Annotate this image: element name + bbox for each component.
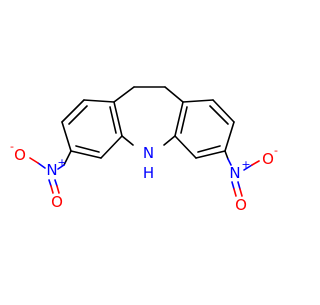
left-ring-double-2 bbox=[75, 145, 100, 153]
left-ring-double-3 bbox=[109, 106, 117, 134]
ethylene-bridge bbox=[113, 86, 184, 103]
left-nitro-oxygen-minus-label: O bbox=[14, 146, 26, 164]
left-c-n-bond-blue bbox=[57, 164, 65, 170]
ring-hydrogen-label: H bbox=[143, 164, 154, 182]
left-n-o-double-b-blue bbox=[54, 179, 58, 187]
left-c-n-bond-black bbox=[63, 150, 72, 166]
right-nitro-oxygen-label: O bbox=[235, 196, 247, 214]
ring-nitrogen-bonds bbox=[121, 135, 176, 146]
right-ring-bond-6 bbox=[174, 101, 184, 137]
left-n-o-single-red bbox=[29, 157, 39, 164]
left-ring-bond-5 bbox=[100, 135, 123, 159]
right-ring-bond-2 bbox=[212, 99, 235, 123]
right-nitro-minus-charge: - bbox=[274, 144, 278, 157]
left-ring-bond-1 bbox=[83, 99, 115, 103]
right-benzene-ring bbox=[174, 99, 235, 159]
ring-nitrogen-label: N bbox=[143, 144, 154, 162]
right-n-o-double-a-red bbox=[233, 188, 237, 197]
left-ring-bond-3 bbox=[61, 121, 72, 152]
left-nitro-nitrogen-label: N bbox=[46, 161, 57, 179]
right-n-o-single-red bbox=[251, 160, 260, 166]
left-nitro-minus-charge: - bbox=[10, 140, 14, 153]
bond-right-ring-to-nh bbox=[163, 135, 176, 146]
bridge-bond-left bbox=[113, 86, 135, 103]
left-benzene-ring bbox=[61, 99, 123, 159]
molecule-diagram: N H N + O - O N + O - bbox=[10, 86, 278, 214]
left-nitro-oxygen-label: O bbox=[51, 193, 63, 211]
right-ring-bond-4 bbox=[195, 150, 226, 159]
right-ring-double-1 bbox=[209, 105, 229, 125]
left-ring-bond-2 bbox=[61, 99, 85, 123]
right-ring-double-3 bbox=[180, 106, 188, 134]
bond-left-ring-to-nh bbox=[121, 135, 134, 146]
left-ring-bond-4 bbox=[70, 150, 102, 159]
right-n-o-single-blue bbox=[243, 164, 253, 171]
right-ring-bond-1 bbox=[182, 99, 214, 103]
bridge-bond-right bbox=[164, 86, 184, 103]
left-n-o-double-a-red bbox=[50, 185, 54, 194]
left-n-o-double-b-red bbox=[56, 185, 60, 194]
right-nitro-oxygen-minus-label: O bbox=[262, 150, 274, 168]
right-n-o-double-a-blue bbox=[231, 181, 235, 190]
right-ring-bond-3 bbox=[224, 121, 235, 152]
right-nitro-plus-charge: + bbox=[241, 158, 250, 171]
right-n-o-double-b-red bbox=[239, 188, 243, 197]
right-c-n-bond-blue bbox=[227, 158, 232, 166]
left-ring-double-1 bbox=[68, 105, 88, 125]
right-nitro-nitrogen-label: N bbox=[229, 164, 240, 182]
right-nitro-group: N + O - O bbox=[224, 144, 278, 214]
right-c-n-bond-black bbox=[224, 150, 229, 160]
right-n-o-double-b-blue bbox=[237, 181, 241, 190]
right-ring-double-2 bbox=[197, 145, 221, 153]
left-nitro-group: N + O - O bbox=[10, 140, 72, 211]
structure-canvas: N H N + O - O N + O - bbox=[10, 86, 278, 214]
left-nitro-plus-charge: + bbox=[57, 156, 66, 169]
left-n-o-double-a-blue bbox=[48, 179, 52, 187]
ring-nh-group: N H bbox=[143, 144, 154, 182]
right-ring-bond-5 bbox=[174, 135, 197, 159]
left-n-o-single-blue bbox=[37, 162, 46, 169]
left-ring-bond-6 bbox=[113, 101, 123, 137]
